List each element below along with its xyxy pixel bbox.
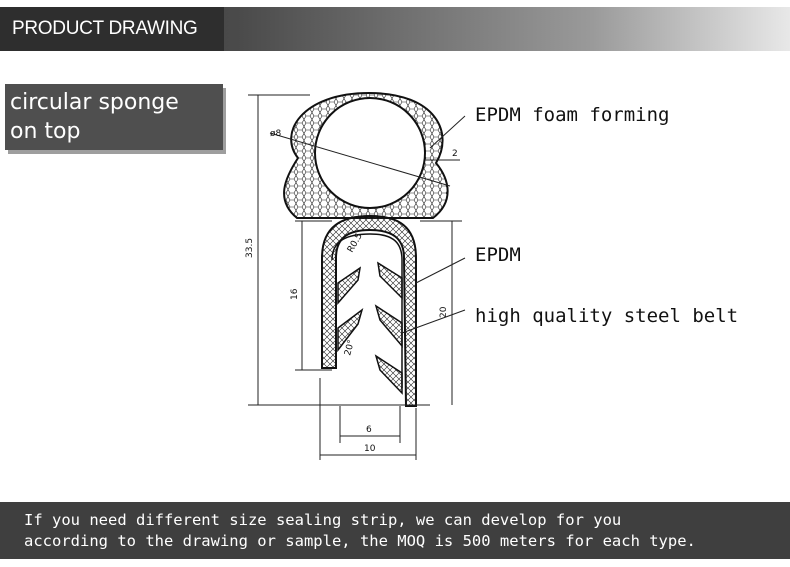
- radius-label: R0.5: [346, 232, 365, 255]
- body-height-label: 20: [439, 306, 449, 318]
- dimension-lines: [248, 94, 462, 460]
- footer-line2: according to the drawing or sample, the …: [24, 532, 696, 550]
- callout-steel-belt: high quality steel belt: [475, 305, 739, 327]
- overall-height-label: 33.5: [245, 238, 255, 258]
- callout-foam: EPDM foam forming: [475, 104, 670, 126]
- feature-label-line2: on top: [10, 119, 81, 144]
- leader-lines: [401, 115, 466, 334]
- footer-note: If you need different size sealing strip…: [0, 502, 790, 559]
- sponge-bulb: [283, 91, 449, 219]
- footer-line1: If you need different size sealing strip…: [24, 511, 622, 529]
- clip-height-label: 16: [290, 288, 300, 300]
- angle-label: 20°: [343, 339, 357, 357]
- inner-width-label: 6: [366, 425, 372, 435]
- feature-label-line1: circular sponge: [10, 90, 179, 115]
- callout-epdm: EPDM: [475, 244, 521, 266]
- page-title: PRODUCT DRAWING: [0, 7, 224, 51]
- feature-label: circular sponge on top: [5, 84, 223, 150]
- bulb-diameter-label: ø8: [270, 129, 282, 139]
- clip-body: [321, 214, 417, 407]
- product-drawing: 33.5 16 20 ø8 2 6 10 R0.5 20°: [245, 91, 466, 460]
- outer-width-label: 10: [364, 444, 376, 454]
- wall-label: 2: [452, 149, 458, 159]
